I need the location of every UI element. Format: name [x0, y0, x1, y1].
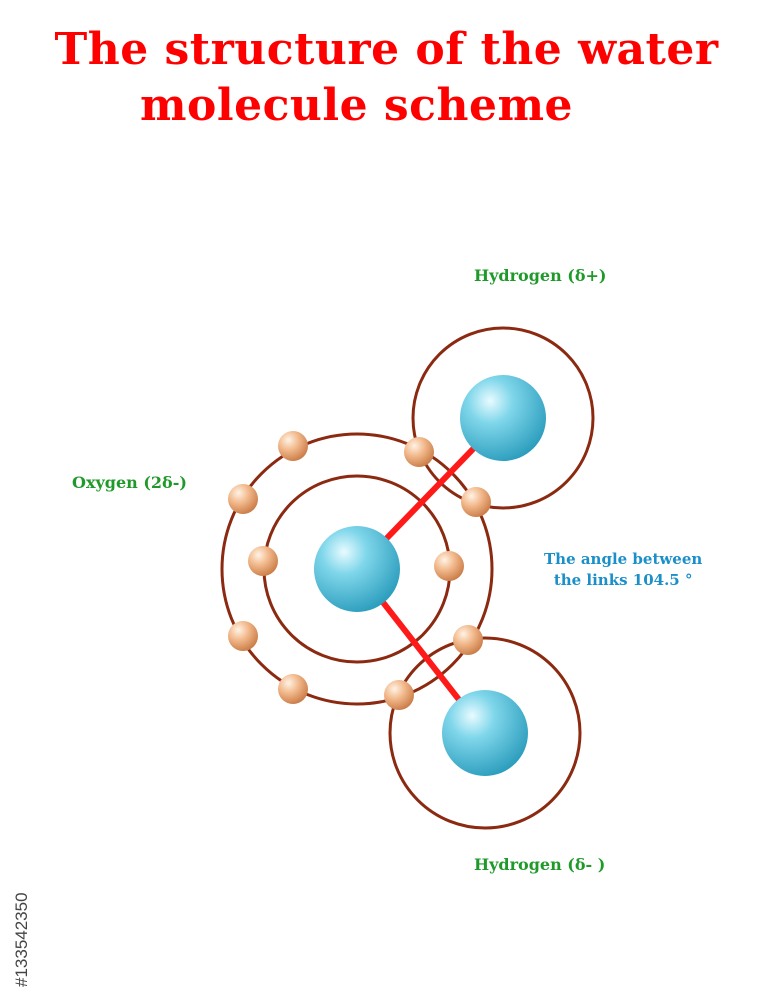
electron [461, 487, 491, 517]
electron [384, 680, 414, 710]
electron [434, 551, 464, 581]
electron [278, 674, 308, 704]
title-line-1: The structure of the water [54, 24, 719, 75]
electron [278, 431, 308, 461]
electron [228, 621, 258, 651]
watermark-id: #133542350 [12, 892, 31, 987]
electron [248, 546, 278, 576]
page-title: The structure of the water molecule sche… [0, 22, 773, 134]
hydrogen-top-label: Hydrogen (δ+) [474, 266, 607, 285]
watermark-text: #133542350 [12, 892, 31, 987]
hydrogen-top-nucleus [460, 375, 546, 461]
hydrogen-bottom-label: Hydrogen (δ- ) [474, 855, 606, 874]
title-line-2: molecule scheme [139, 80, 574, 131]
hydrogen-top-orbit [411, 326, 595, 510]
oxygen-nucleus [314, 526, 400, 612]
bond-angle-label: The angle between the links 104.5 ° [544, 549, 702, 591]
electron [453, 625, 483, 655]
hydrogen-bottom-orbit [388, 636, 582, 830]
oxygen-outer-orbit [220, 432, 494, 706]
bond-angle-line-2: the links 104.5 ° [553, 571, 693, 589]
hydrogen-bottom-nucleus [442, 690, 528, 776]
electron [228, 484, 258, 514]
oxygen-label: Oxygen (2δ-) [72, 473, 187, 492]
bond-angle-line-1: The angle between [544, 550, 703, 568]
electron [404, 437, 434, 467]
